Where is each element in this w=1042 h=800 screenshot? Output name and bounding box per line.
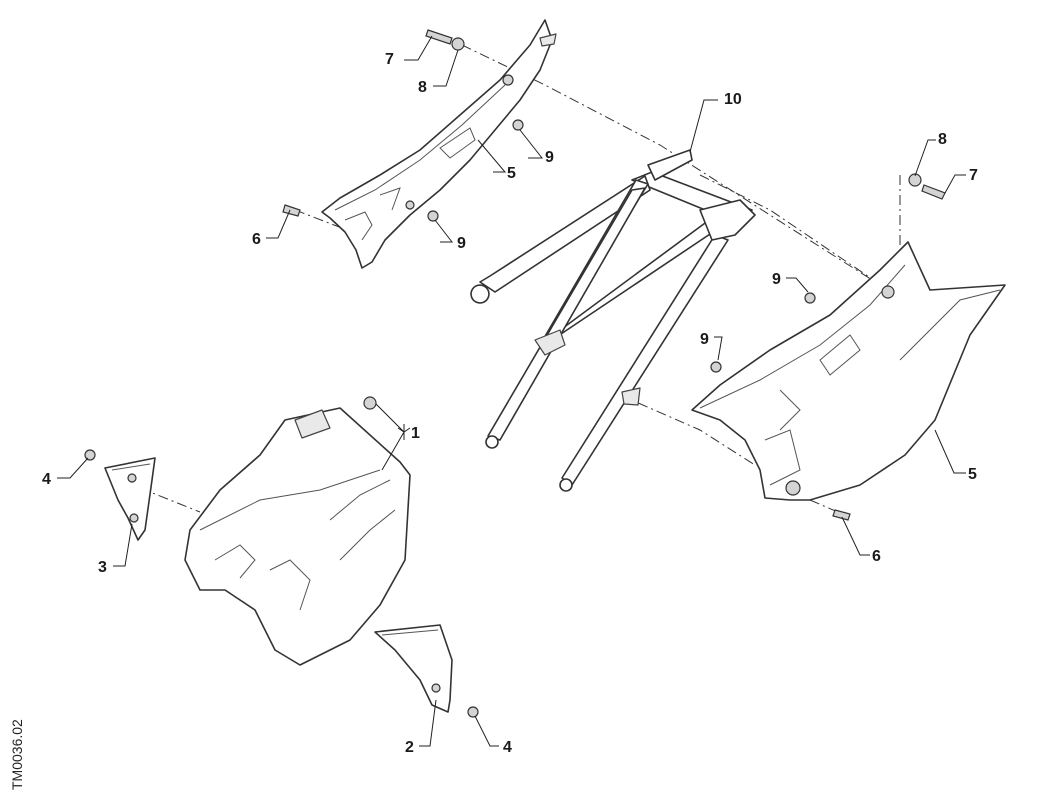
callout-9-right-a: 9 [772,271,781,288]
subframe [470,149,756,492]
callout-3: 3 [98,559,107,576]
callout-9-right-b: 9 [700,331,709,348]
fuel-tank [184,396,411,666]
callout-2: 2 [405,739,414,756]
cover-lower [374,624,453,713]
callout-7-right: 7 [969,167,978,184]
drawing-reference-code: TM0036.02 [9,719,25,790]
callout-7-left: 7 [385,51,394,68]
side-panel-right [691,241,1006,501]
callout-1: 1 [411,425,420,442]
callout-labels: 7 8 9 5 6 9 10 8 7 9 9 5 6 1 4 3 2 4 [42,51,978,756]
cover-left [104,457,156,541]
callout-5-left: 5 [507,165,516,182]
callout-6-right: 6 [872,548,881,565]
fasteners [84,29,946,718]
callout-4-left: 4 [42,471,51,488]
callout-9-upper-b: 9 [457,235,466,252]
leader-lines [57,35,966,747]
callout-6-left: 6 [252,231,261,248]
callout-8-left: 8 [418,79,427,96]
callout-5-right: 5 [968,466,977,483]
callout-8-right: 8 [938,131,947,148]
callout-9-upper-a: 9 [545,149,554,166]
callout-10: 10 [724,91,742,108]
callout-4-lower: 4 [503,739,512,756]
side-panel-left [321,19,557,269]
